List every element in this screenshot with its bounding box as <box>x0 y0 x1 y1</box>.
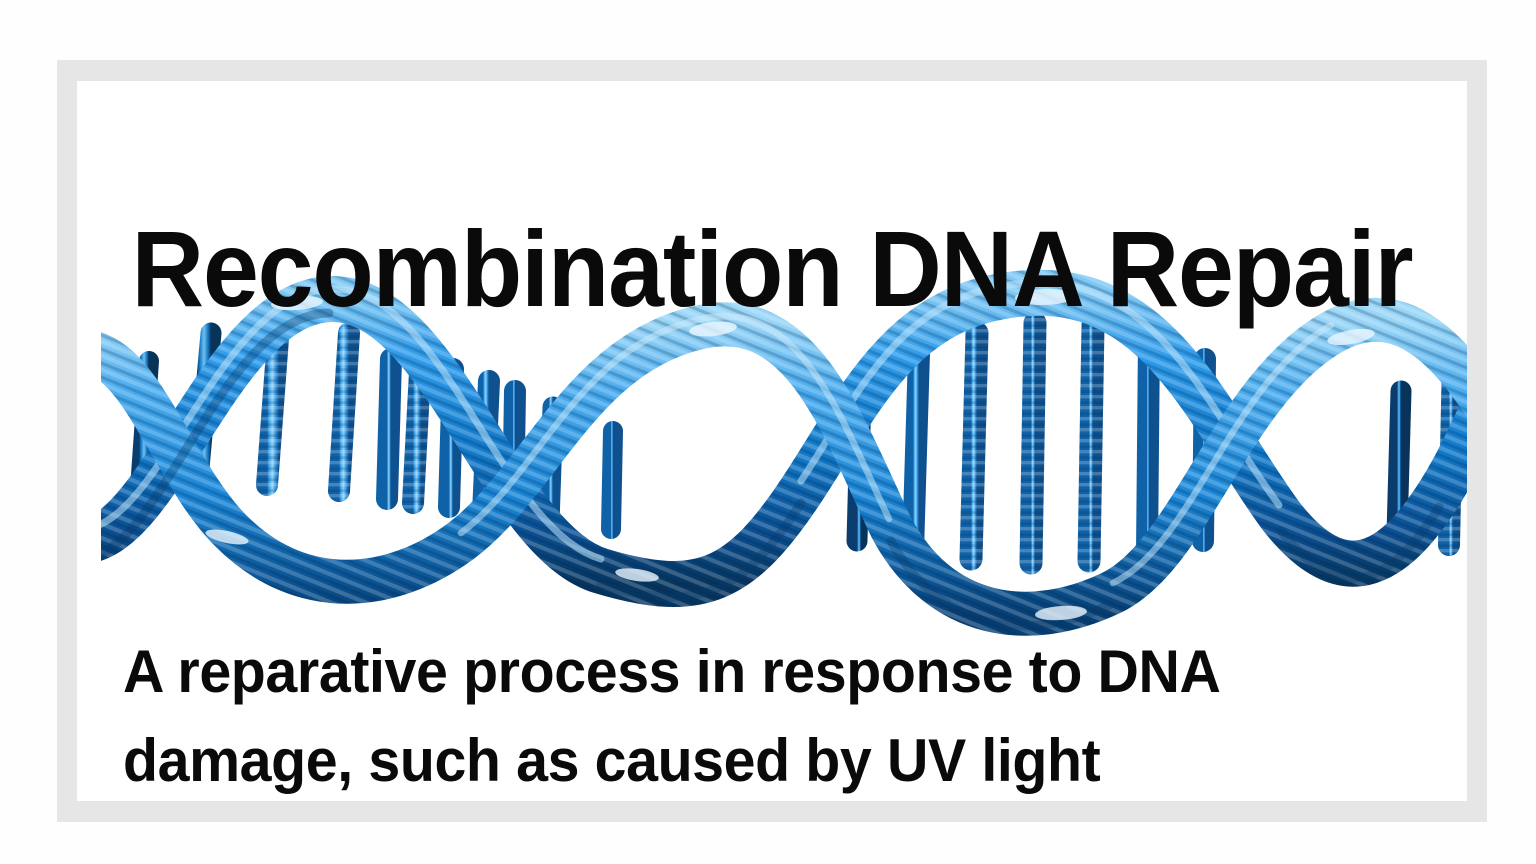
subtitle-block: A reparative process in response to DNA … <box>123 627 1384 801</box>
subtitle-line-2: damage, such as caused by UV light <box>123 727 1101 795</box>
slide-content-area: Recombination DNA Repair A reparative pr… <box>77 81 1467 801</box>
picture-frame-border: Recombination DNA Repair A reparative pr… <box>57 60 1487 822</box>
subtitle-line-1: A reparative process in response to DNA <box>123 638 1221 705</box>
page-title: Recombination DNA Repair <box>131 208 1414 330</box>
